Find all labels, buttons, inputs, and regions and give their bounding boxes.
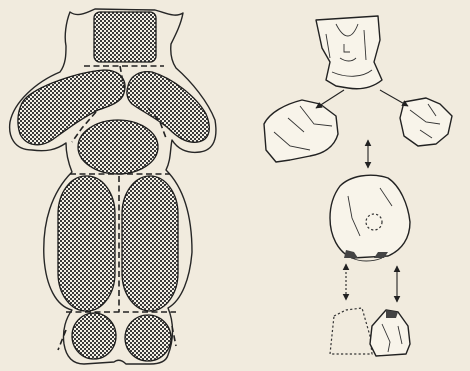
left-foot-segment — [72, 313, 116, 359]
right-thigh-segment — [122, 176, 178, 311]
reconstruction-view — [10, 9, 216, 364]
right-leg-fragment — [370, 310, 410, 356]
left-arm-fragment — [264, 100, 338, 162]
torso-fragment — [330, 175, 410, 261]
torso-segment — [78, 120, 158, 174]
right-foot-segment — [125, 315, 171, 361]
fragment-join-view — [264, 16, 452, 356]
head-fragment — [316, 16, 382, 89]
head-to-left-arm-arrow — [316, 90, 344, 108]
left-leg-missing-fragment — [330, 308, 372, 354]
head-segment — [94, 12, 156, 62]
right-arm-fragment — [400, 98, 452, 146]
head-to-right-arm-arrow — [380, 90, 408, 106]
left-thigh-segment — [58, 176, 115, 311]
